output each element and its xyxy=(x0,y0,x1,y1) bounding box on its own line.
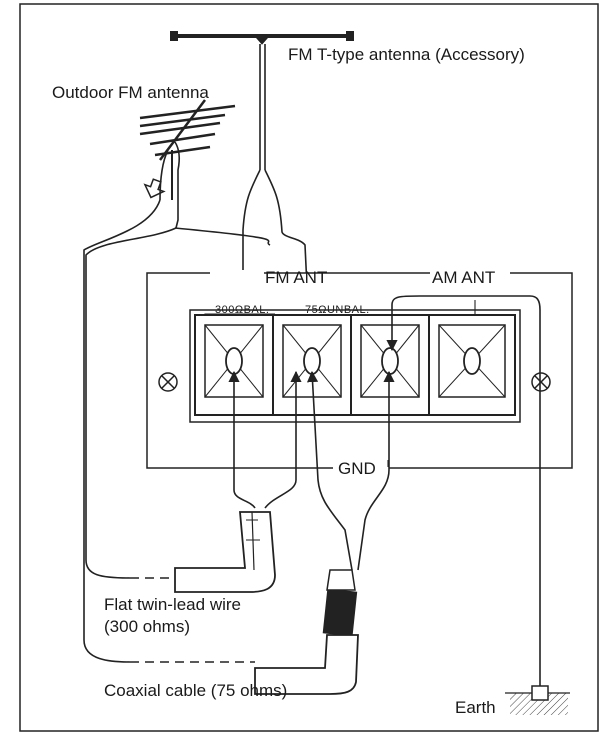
outer-frame xyxy=(19,3,599,732)
flat-twin-label-2: (300 ohms) xyxy=(104,617,190,636)
earth-ground-icon xyxy=(505,685,570,715)
am-ant-label: AM ANT xyxy=(432,268,495,287)
fm-t-antenna xyxy=(170,31,354,352)
down-arrow-icon xyxy=(143,178,166,199)
terminals xyxy=(194,314,516,416)
screw-icon xyxy=(158,372,178,392)
fm-ant-label: FM ANT xyxy=(265,268,327,287)
outdoor-fm-antenna xyxy=(139,99,236,229)
coax-label: Coaxial cable (75 ohms) xyxy=(104,681,287,700)
outdoor-fm-label: Outdoor FM antenna xyxy=(52,83,209,102)
gnd-label: GND xyxy=(338,459,376,478)
terminal-am xyxy=(428,314,516,416)
earth-label: Earth xyxy=(455,698,496,717)
coaxial-plug xyxy=(254,569,359,695)
screw-icon xyxy=(531,372,551,392)
terminal-fm-75 xyxy=(272,314,352,416)
flat-twin-label-1: Flat twin-lead wire xyxy=(104,595,241,614)
terminal-block xyxy=(189,309,521,423)
flat-twin-lead-plug xyxy=(174,511,276,593)
terminal-gnd xyxy=(350,314,430,416)
fm-t-antenna-label: FM T-type antenna (Accessory) xyxy=(288,45,525,64)
